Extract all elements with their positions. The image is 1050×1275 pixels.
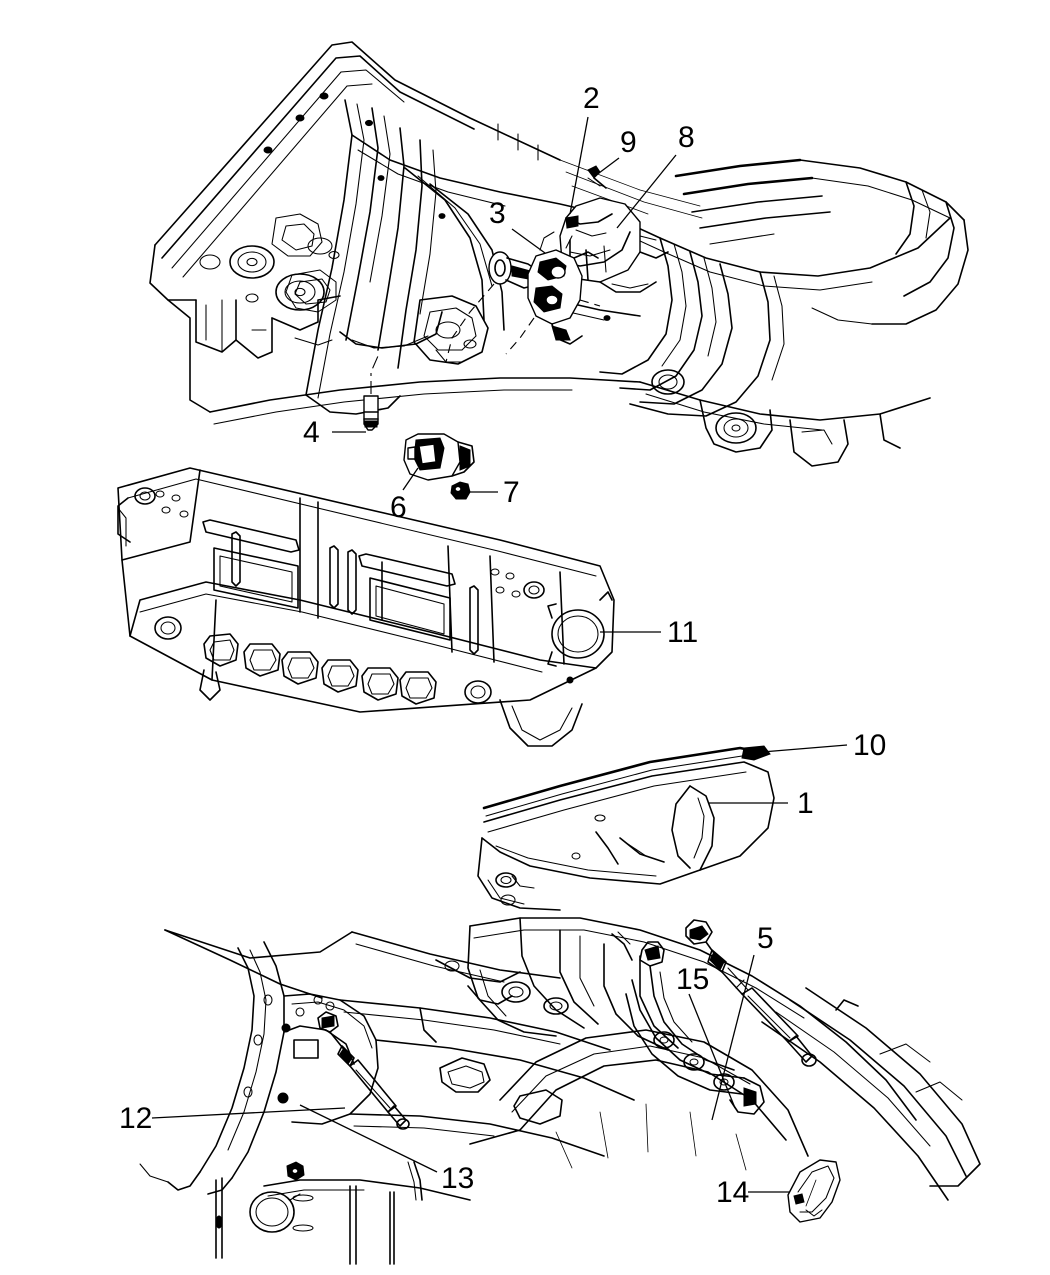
callout-number-4: 4	[303, 416, 320, 449]
latch-assembly-part-3	[445, 231, 601, 363]
grommet-part-4	[363, 355, 379, 431]
callout-leader-15	[688, 993, 736, 1109]
callout-number-6: 6	[390, 491, 407, 524]
callout-number-7: 7	[503, 476, 520, 509]
quarter-inner-structure-left	[139, 929, 635, 1265]
callout-number-15: 15	[676, 963, 710, 996]
callout-leader-6	[402, 467, 419, 491]
callout-number-1: 1	[797, 787, 814, 820]
callout-number-14: 14	[716, 1176, 750, 1209]
callout-number-11: 11	[667, 616, 699, 649]
callout-leader-2	[569, 116, 589, 215]
callout-number-8: 8	[678, 121, 695, 154]
rear-inner-structure-right	[467, 917, 981, 1201]
striker-switch-part-6	[403, 433, 475, 481]
callout-number-13: 13	[441, 1162, 475, 1195]
callout-leader-lines	[151, 116, 848, 1193]
callout-leader-8	[616, 154, 677, 229]
nut-part-7	[450, 481, 471, 500]
rear-closure-panel-part-11	[117, 467, 615, 747]
liftgate-panel-part-1	[477, 745, 775, 911]
callout-leader-12	[151, 1107, 346, 1119]
callout-number-12: 12	[119, 1102, 153, 1135]
hinge-linkage-part-15	[611, 931, 765, 1115]
bracket-cover-part-14	[787, 1159, 841, 1223]
callout-leader-13	[299, 1104, 438, 1173]
callout-number-10: 10	[853, 729, 887, 762]
callout-leader-5	[711, 954, 755, 1121]
callout-leader-9	[594, 157, 620, 177]
callout-number-2: 2	[583, 82, 600, 115]
callout-number-9: 9	[620, 126, 637, 159]
rear-body-structure-group	[149, 41, 969, 467]
gas-strut-part-5	[685, 919, 817, 1067]
callout-leader-3	[511, 228, 546, 254]
callout-number-3: 3	[489, 197, 506, 230]
callout-leader-10	[761, 744, 848, 753]
callout-number-5: 5	[757, 922, 774, 955]
